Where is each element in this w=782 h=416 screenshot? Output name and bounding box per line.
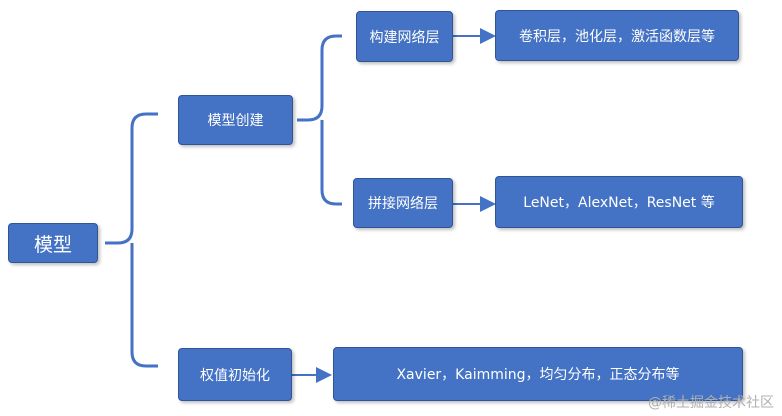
root-node-model: 模型 [8, 223, 98, 263]
root-brace [105, 112, 158, 368]
root-node-label: 模型 [33, 233, 72, 256]
node-stack-layers-detail: LeNet，AlexNet，ResNet 等 [495, 176, 743, 228]
node-build-layers-detail: 卷积层，池化层，激活函数层等 [495, 10, 739, 61]
node-weight-init-detail: Xavier，Kaimming，均匀分布，正态分布等 [333, 347, 743, 401]
node-stack-layers: 拼接网络层 [353, 178, 453, 228]
node-model-creation: 模型创建 [178, 95, 293, 145]
node-build-layers-detail-label: 卷积层，池化层，激活函数层等 [519, 28, 715, 45]
node-stack-layers-label: 拼接网络层 [368, 196, 438, 212]
node-model-creation-label: 模型创建 [207, 113, 264, 129]
node-weight-init-label: 权值初始化 [200, 367, 270, 384]
node-weight-init: 权值初始化 [178, 348, 292, 401]
node-build-layers: 构建网络层 [356, 11, 453, 62]
node-build-layers-label: 构建网络层 [369, 29, 440, 46]
node-stack-layers-detail-label: LeNet，AlexNet，ResNet 等 [523, 195, 715, 211]
node-weight-init-detail-label: Xavier，Kaimming，均匀分布，正态分布等 [396, 367, 680, 383]
branch-brace [297, 34, 342, 206]
watermark: @稀土掘金技术社区 [648, 395, 774, 411]
